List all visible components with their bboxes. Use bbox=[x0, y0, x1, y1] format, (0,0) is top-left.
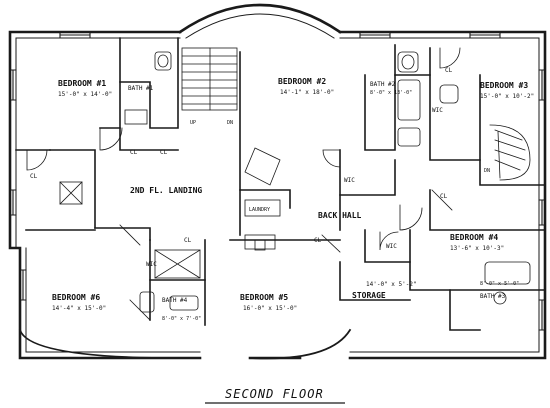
bedroom6-name: BEDROOM #6 bbox=[52, 293, 100, 302]
bedroom1-dims: 15'-0" x 14'-0" bbox=[58, 91, 112, 98]
stair-up-tag: UP bbox=[190, 120, 196, 126]
back-stair-down-tag: DN bbox=[484, 168, 490, 174]
floor-title: SECOND FLOOR bbox=[225, 387, 324, 401]
closet-tag: CL bbox=[184, 237, 192, 244]
laundry-name: LAUNDRY bbox=[249, 207, 270, 213]
outer-wall bbox=[8, 30, 547, 360]
closet-tag: CL bbox=[314, 237, 322, 244]
closet-tag: CL bbox=[160, 149, 168, 156]
bath2-dims: 8'-0" x 13'-0" bbox=[370, 90, 412, 96]
windows bbox=[9, 31, 546, 331]
bedroom4-dims: 13'-6" x 10'-3" bbox=[450, 245, 504, 252]
storage-name: STORAGE bbox=[352, 291, 386, 300]
bedroom1-name: BEDROOM #1 bbox=[58, 79, 106, 88]
storage-dims: 14'-0" x 5'-2" bbox=[366, 281, 417, 288]
bedroom2-name: BEDROOM #2 bbox=[278, 77, 326, 86]
closet-tag: CL bbox=[440, 193, 448, 200]
wic-tag: WIC bbox=[344, 177, 355, 184]
wic-tag: WIC bbox=[386, 243, 397, 250]
closet-tag: CL bbox=[130, 149, 138, 156]
bedroom3-dims: 15'-0" x 10'-2" bbox=[480, 93, 534, 100]
wic-tag: WIC bbox=[432, 107, 443, 114]
bedroom4-name: BEDROOM #4 bbox=[450, 233, 498, 242]
bedroom3-name: BEDROOM #3 bbox=[480, 81, 528, 90]
bottom-bay-right bbox=[249, 328, 352, 360]
stair-down-tag: DN bbox=[227, 120, 233, 126]
bedroom2-dims: 14'-1" x 18'-0" bbox=[280, 89, 334, 96]
landing-name: 2ND FL. LANDING bbox=[130, 186, 202, 195]
closet-tag: CL bbox=[30, 173, 38, 180]
curved-bay bbox=[178, 3, 342, 34]
main-stair bbox=[181, 47, 238, 111]
outer-wall-inner bbox=[15, 37, 540, 353]
bath4-dims: 8'-0" x 7'-0" bbox=[162, 316, 201, 322]
curved-bay-inner bbox=[185, 13, 335, 39]
wic-tag: WIC bbox=[146, 261, 157, 268]
doors bbox=[26, 47, 461, 321]
bedroom5-name: BEDROOM #5 bbox=[240, 293, 288, 302]
bedroom5-dims: 16'-0" x 15'-0" bbox=[243, 305, 297, 312]
bedroom6-dims: 14'-4" x 15'-0" bbox=[52, 305, 106, 312]
bath2-name: BATH #2 bbox=[370, 81, 396, 88]
bath1-name: BATH #1 bbox=[128, 85, 154, 92]
bath4-name: BATH #4 bbox=[162, 297, 188, 304]
bottom-bay-left bbox=[18, 328, 201, 360]
bath3-name: BATH #3 bbox=[480, 293, 506, 300]
fixtures bbox=[59, 51, 531, 313]
back-hall-name: BACK HALL bbox=[318, 211, 362, 220]
closet-tag: CL bbox=[445, 67, 453, 74]
bath3-dims: 8'-0" x 5'-0" bbox=[480, 281, 519, 287]
back-stair bbox=[489, 124, 531, 181]
interior-walls bbox=[15, 37, 546, 331]
